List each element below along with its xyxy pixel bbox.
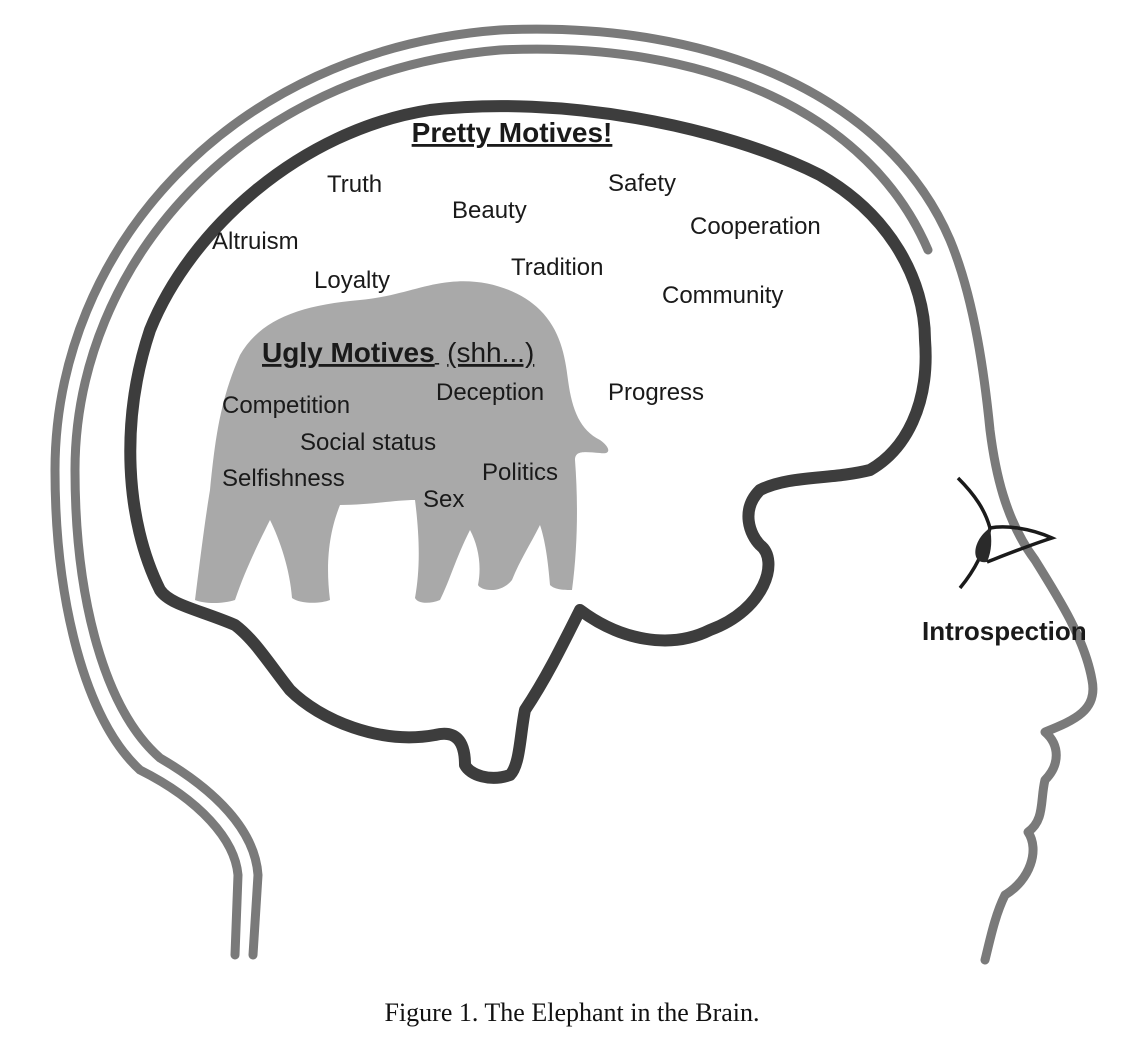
motive-progress: Progress <box>608 379 704 406</box>
motive-community: Community <box>662 282 783 309</box>
motive-truth: Truth <box>327 171 382 198</box>
elephant-silhouette <box>195 281 609 603</box>
motive-selfishness: Selfishness <box>222 465 345 492</box>
motive-safety: Safety <box>608 170 676 197</box>
head-outline <box>50 24 1098 965</box>
pretty-motives-heading: Pretty Motives! <box>412 117 613 148</box>
motive-loyalty: Loyalty <box>314 267 390 294</box>
ugly-motives-aside: (shh...) <box>447 337 534 368</box>
brain-outline <box>124 100 932 784</box>
eye-icon <box>956 476 1057 590</box>
ugly-motives-title: Ugly Motives <box>262 337 435 368</box>
ugly-motives-heading: Ugly Motives (shh...) <box>262 337 534 368</box>
figure-caption: Figure 1. The Elephant in the Brain. <box>384 998 760 1027</box>
motive-cooperation: Cooperation <box>690 213 821 240</box>
motive-tradition: Tradition <box>511 254 603 281</box>
motive-deception: Deception <box>436 379 544 406</box>
ugly-motives-group: Ugly Motives (shh...) Competition Decept… <box>222 337 558 513</box>
motive-social-status: Social status <box>300 429 436 456</box>
motive-competition: Competition <box>222 392 350 419</box>
motive-sex: Sex <box>423 486 464 513</box>
motive-altruism: Altruism <box>212 228 299 255</box>
motive-politics: Politics <box>482 459 558 486</box>
motive-beauty: Beauty <box>452 197 527 224</box>
pretty-motives-group: Pretty Motives! Truth Beauty Safety Coop… <box>212 117 821 406</box>
introspection-label: Introspection <box>922 616 1087 646</box>
